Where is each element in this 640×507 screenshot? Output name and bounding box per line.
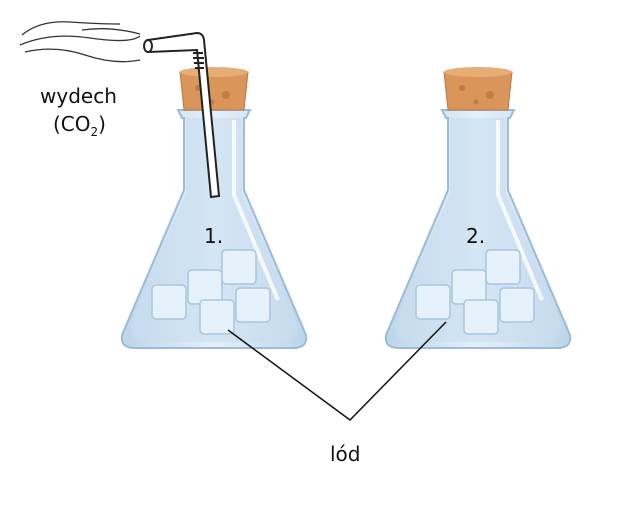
flask-1 — [119, 65, 309, 350]
co2-text: (CO — [53, 112, 91, 136]
ice-pointer-lines — [227, 321, 447, 421]
co2-close: ) — [98, 112, 106, 136]
flask-2-label: 2. — [466, 224, 486, 248]
flask-2 — [383, 65, 573, 350]
co2-subscript: 2 — [90, 125, 99, 139]
exhale-label: wydech — [40, 84, 117, 108]
straw — [143, 31, 221, 199]
ice-label: lód — [330, 442, 361, 466]
flask-1-label: 1. — [204, 224, 224, 248]
co2-formula: (CO2) — [53, 112, 106, 139]
breath-lines — [19, 21, 141, 63]
